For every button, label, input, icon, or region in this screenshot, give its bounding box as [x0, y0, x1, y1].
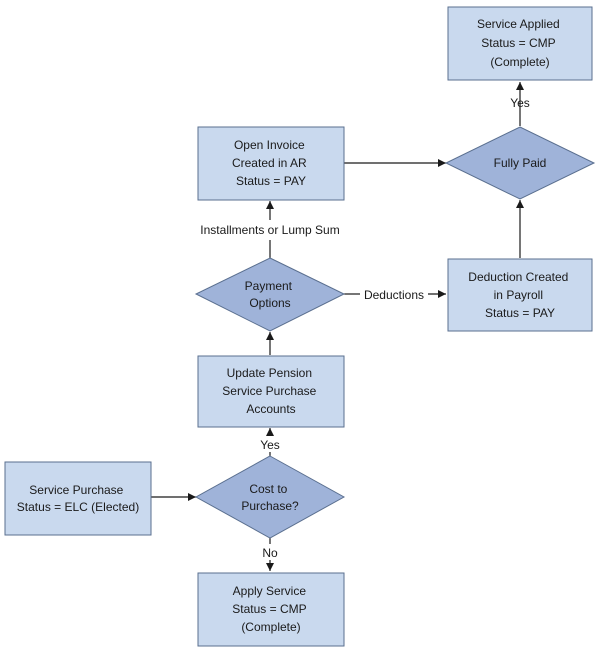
- edge-label-yes-bottom: Yes: [260, 438, 280, 452]
- cost-to-purchase-label: Cost to Purchase?: [241, 482, 299, 513]
- service-purchase-label: Service Purchase Status = ELC (Elected): [17, 483, 139, 514]
- cost-to-purchase-diamond: [194, 455, 346, 539]
- service-applied-box: [447, 6, 593, 81]
- edge-label-installments: Installments or Lump Sum: [200, 223, 339, 237]
- open-invoice-box: [197, 126, 345, 201]
- deduction-created-box: [447, 258, 593, 332]
- deduction-created-label: Deduction Created in Payroll Status = PA…: [468, 270, 571, 320]
- update-pension-label: Update Pension Service Purchase Accounts: [222, 366, 319, 416]
- update-pension-box: [197, 355, 345, 428]
- payment-options-diamond: [194, 257, 346, 332]
- edge-label-no: No: [262, 546, 278, 560]
- open-invoice-label: Open Invoice Created in AR Status = PAY: [232, 138, 310, 188]
- edge-label-deductions: Deductions: [364, 288, 424, 302]
- edge-label-yes-top: Yes: [510, 96, 530, 110]
- apply-service-box: [197, 572, 345, 647]
- fully-paid-label: Fully Paid: [494, 156, 547, 170]
- service-purchase-box: [4, 461, 152, 536]
- payment-options-label: Payment Options: [245, 279, 296, 310]
- service-applied-label: Service Applied Status = CMP (Complete): [477, 17, 563, 69]
- apply-service-label: Apply Service Status = CMP (Complete): [232, 584, 310, 634]
- fully-paid-diamond: [444, 126, 596, 200]
